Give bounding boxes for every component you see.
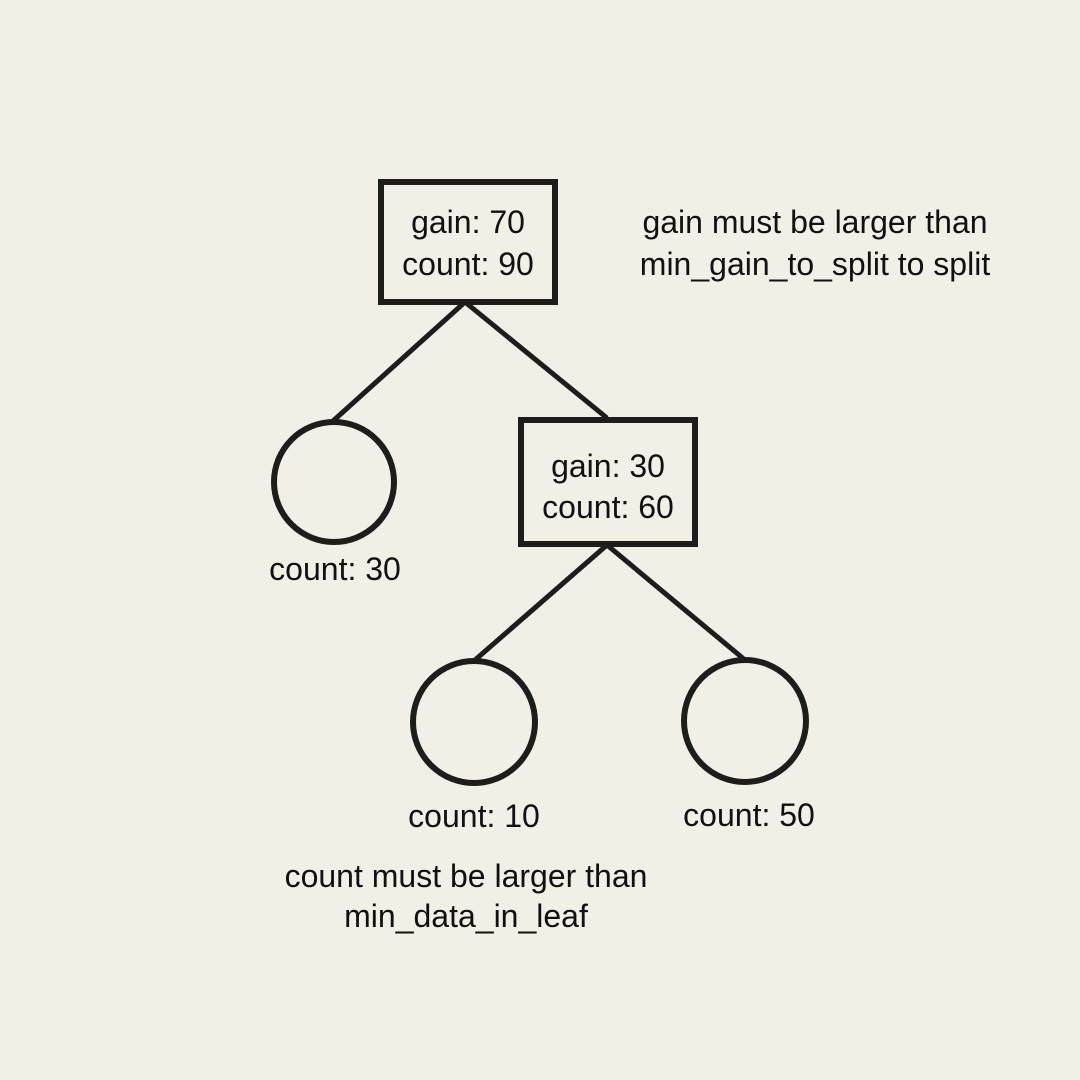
split-gain-label: gain: 30 [551,448,665,484]
gain-rule-line-1: gain must be larger than [642,204,987,240]
split-node-box [518,417,698,547]
count-rule-line-1: count must be larger than [285,858,648,894]
left-leaf-count-label: count: 30 [269,551,401,587]
edge-split-to-bottom-left-leaf [473,543,609,662]
root-node-box [378,179,558,305]
edge-root-to-left-leaf [331,300,467,423]
bottom-right-leaf-node [681,657,809,785]
bottom-left-leaf-count-label: count: 10 [408,798,540,834]
root-count-label: count: 90 [402,246,534,282]
edge-split-to-bottom-right-leaf [605,543,747,662]
gain-rule-line-2: min_gain_to_split to split [640,246,991,282]
bottom-left-leaf-node [410,658,538,786]
bottom-right-leaf-count-label: count: 50 [683,797,815,833]
left-leaf-node [271,419,397,545]
split-count-label: count: 60 [542,489,674,525]
root-gain-label: gain: 70 [411,204,525,240]
count-rule-line-2: min_data_in_leaf [344,898,588,934]
edge-root-to-split-node [463,300,609,420]
